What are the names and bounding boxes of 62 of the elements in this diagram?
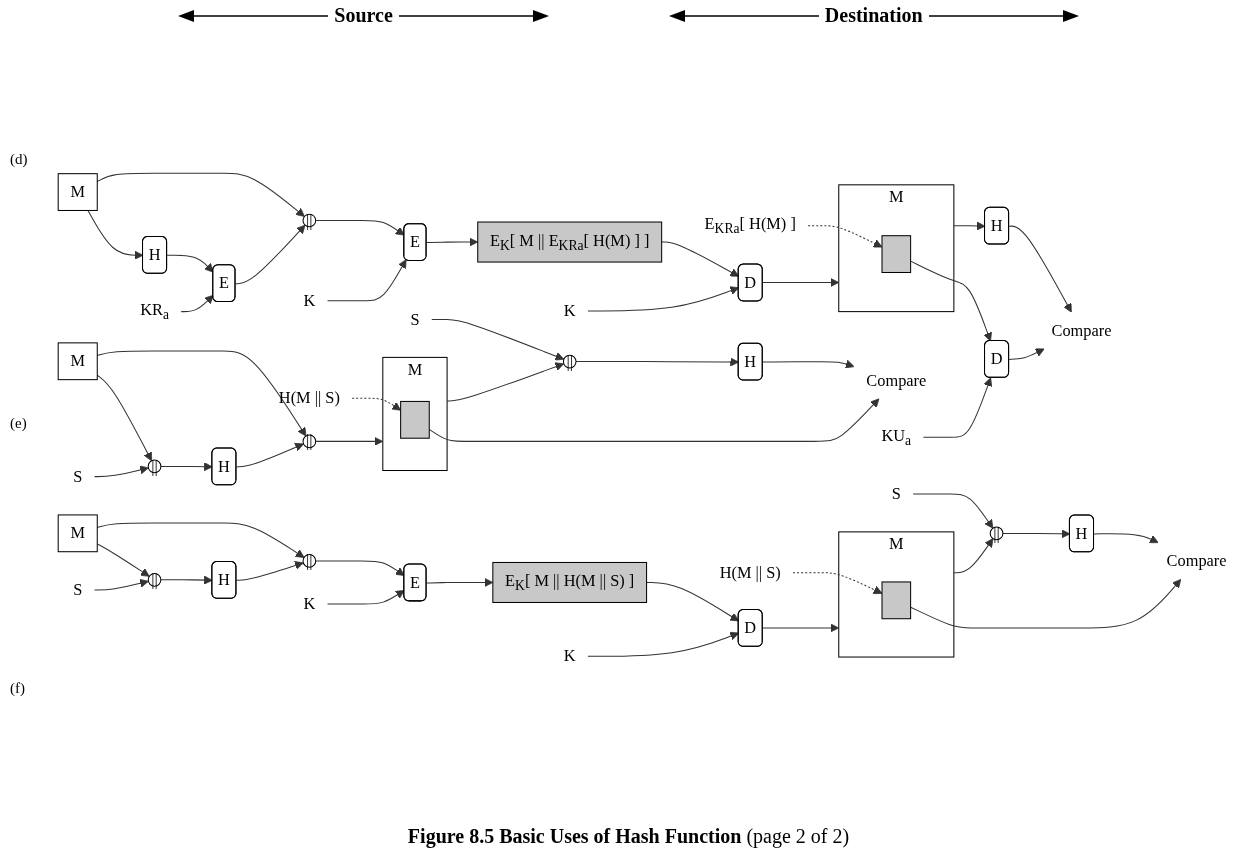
node-box (881, 235, 912, 274)
arrow (446, 362, 565, 402)
node-box (881, 581, 912, 620)
node-text: E$_{KRa}$[ H(M) ] (704, 214, 796, 237)
node-text: K (303, 594, 316, 613)
arrow (922, 377, 993, 438)
arrow (762, 359, 855, 369)
node-circle: || (989, 526, 1004, 541)
arrow (953, 538, 994, 574)
node-box: M (57, 342, 98, 381)
node-circle: || (147, 459, 162, 474)
node-text: Compare (866, 371, 927, 389)
node-box: E$_{K}$[ M || H(M || S) ] (492, 562, 648, 604)
arrow (912, 493, 994, 529)
section-label: Source (334, 4, 393, 27)
node-text: H(M || S) (278, 389, 340, 407)
node-text: S (73, 580, 83, 599)
arrow (910, 579, 1182, 629)
cluster: M (382, 356, 448, 472)
node-circle: || (147, 573, 162, 587)
section-label: Destination (824, 4, 923, 27)
arrow (180, 294, 214, 313)
node-text: Compare (1166, 551, 1227, 570)
arrow (94, 465, 149, 478)
panel-label: (e) (10, 415, 28, 433)
node-circle: || (302, 434, 317, 449)
node-circle: || (302, 213, 317, 228)
arrow (235, 443, 304, 468)
arrow (910, 260, 992, 342)
arrow (1093, 533, 1159, 544)
panel-label: (d) (10, 150, 29, 168)
arrow (94, 578, 149, 591)
node-circle: || (302, 554, 317, 568)
arrow (315, 436, 384, 446)
node-text: K (563, 301, 576, 320)
node-text: S (410, 310, 420, 328)
node-box: M (57, 514, 98, 553)
node-box: E$_{K}$[ M || E$_{KRa}$[ H(M) ] ] (477, 221, 663, 263)
cluster: M (838, 531, 955, 658)
node-text: KU$_{a}$ (881, 426, 912, 449)
node-circle: || (562, 354, 577, 369)
panel-label: (f) (10, 680, 26, 698)
arrow (235, 224, 306, 285)
arrow (807, 225, 883, 248)
node-text: S (891, 484, 901, 503)
arrow (166, 254, 214, 273)
arrow (1008, 348, 1045, 360)
arrow (327, 259, 407, 302)
node-text: S (73, 467, 83, 485)
node-box: M (57, 173, 98, 212)
arrow (235, 561, 304, 581)
cluster: M (838, 184, 955, 313)
node-text: Compare (1051, 321, 1112, 339)
node-text: KR$_{a}$ (140, 300, 169, 323)
arrow (431, 319, 565, 361)
node-text: K (563, 647, 576, 665)
figure-caption: Figure 8.5 Basic Uses of Hash Function (page 2 of 2) (407, 825, 850, 848)
node-text: H(M || S) (719, 563, 781, 581)
node-text: K (303, 291, 316, 309)
node-box (400, 400, 430, 439)
arrow (1008, 225, 1072, 313)
arrow (792, 572, 883, 595)
